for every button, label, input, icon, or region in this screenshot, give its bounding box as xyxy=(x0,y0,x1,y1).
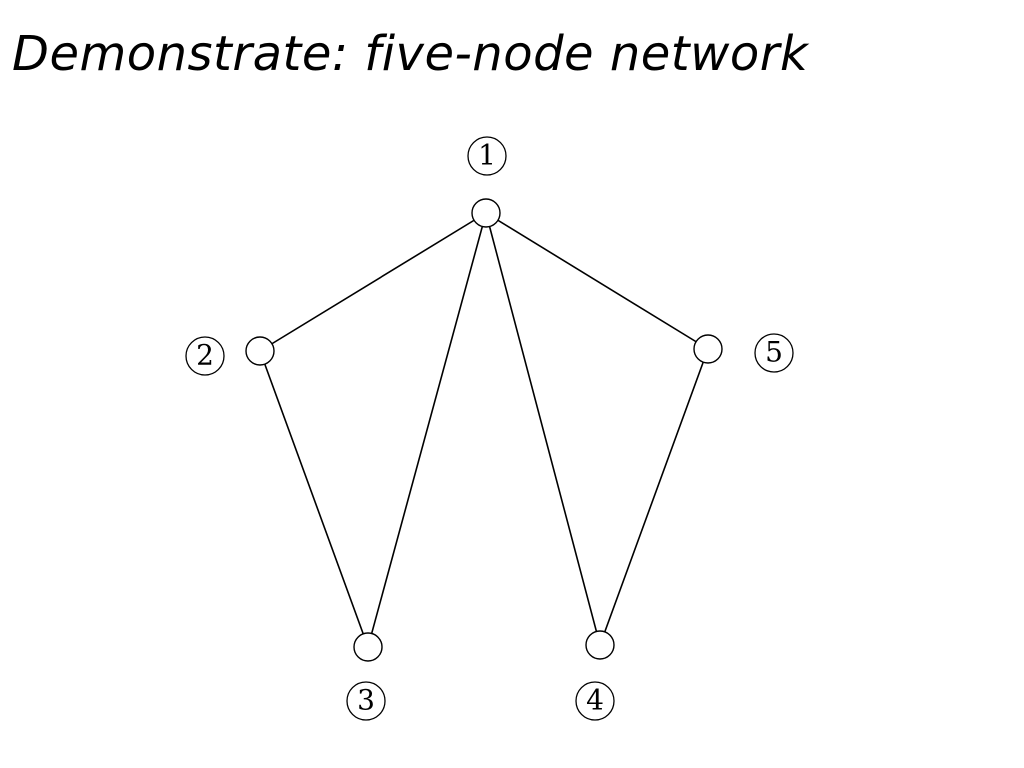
node-2 xyxy=(245,336,275,366)
node-label-circle xyxy=(185,336,225,376)
edge-1-4 xyxy=(485,212,601,646)
slide-title: Demonstrate: five-node network xyxy=(12,26,809,82)
node-1 xyxy=(471,198,501,228)
node-label-text: 4 xyxy=(586,684,604,717)
node-label-circle xyxy=(754,333,794,373)
edge-1-2 xyxy=(259,212,487,352)
edge-2-3 xyxy=(259,350,369,648)
nodes-layer xyxy=(245,198,723,662)
edge-5-4 xyxy=(599,348,709,646)
node-label-3: 3 xyxy=(346,681,386,721)
node-label-circle xyxy=(575,681,615,721)
node-label-circle xyxy=(346,681,386,721)
badges-layer: 1 2 3 4 5 xyxy=(185,136,794,721)
node-label-4: 4 xyxy=(575,681,615,721)
node-label-2: 2 xyxy=(185,336,225,376)
edge-1-3 xyxy=(367,212,487,648)
node-label-1: 1 xyxy=(467,136,507,176)
node-label-text: 2 xyxy=(196,339,214,372)
node-label-text: 3 xyxy=(357,684,375,717)
edges-layer xyxy=(259,212,709,648)
node-4 xyxy=(585,630,615,660)
node-5 xyxy=(693,334,723,364)
node-label-text: 5 xyxy=(765,336,783,369)
edge-1-5 xyxy=(485,212,709,350)
node-label-circle xyxy=(467,136,507,176)
node-3 xyxy=(353,632,383,662)
node-label-text: 1 xyxy=(478,139,496,172)
node-label-5: 5 xyxy=(754,333,794,373)
